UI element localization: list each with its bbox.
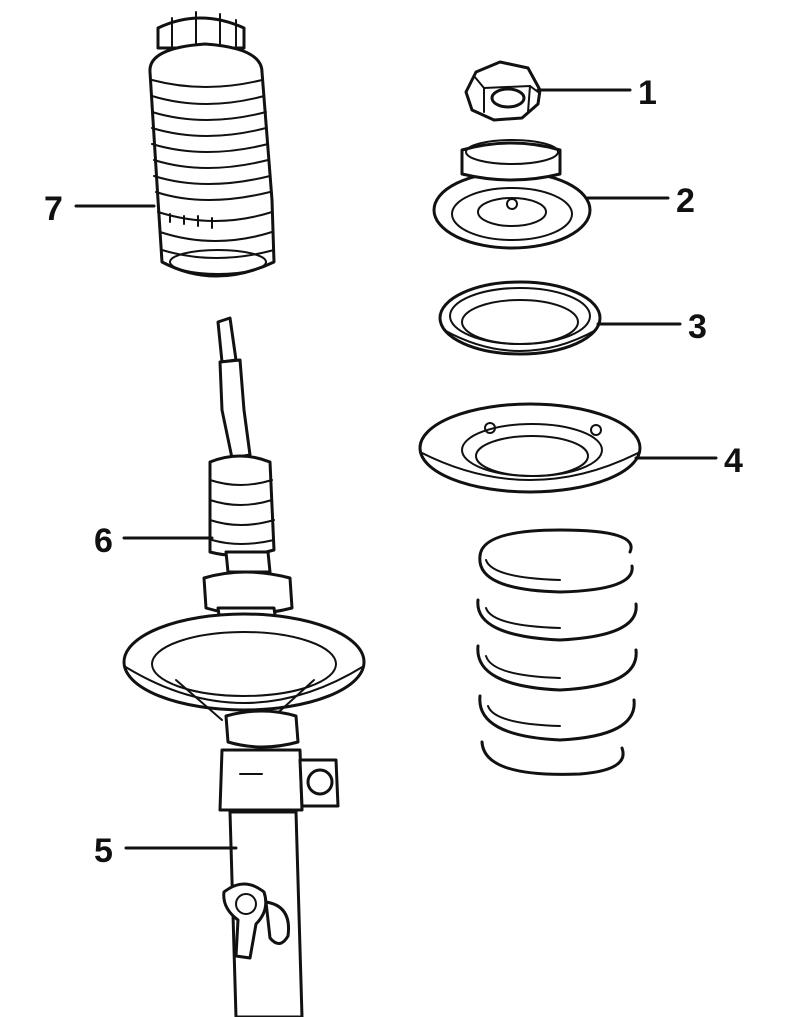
part-6-piston-rod-buffer [208, 316, 276, 574]
callout-5: 5 [94, 832, 113, 870]
part-3-bearing [438, 280, 602, 356]
callout-1: 1 [638, 74, 657, 112]
part-1-nut [464, 60, 542, 122]
part-4-spring-seat [418, 402, 642, 494]
part-7-dust-boot [148, 11, 276, 278]
callout-2: 2 [676, 182, 695, 220]
callout-3: 3 [688, 308, 707, 346]
coil-spring [476, 528, 638, 776]
callout-6: 6 [94, 522, 113, 560]
part-5-strut-body [122, 570, 366, 1017]
callout-4: 4 [724, 442, 743, 480]
part-2-upper-mount [432, 139, 592, 250]
callout-7: 7 [44, 190, 63, 228]
